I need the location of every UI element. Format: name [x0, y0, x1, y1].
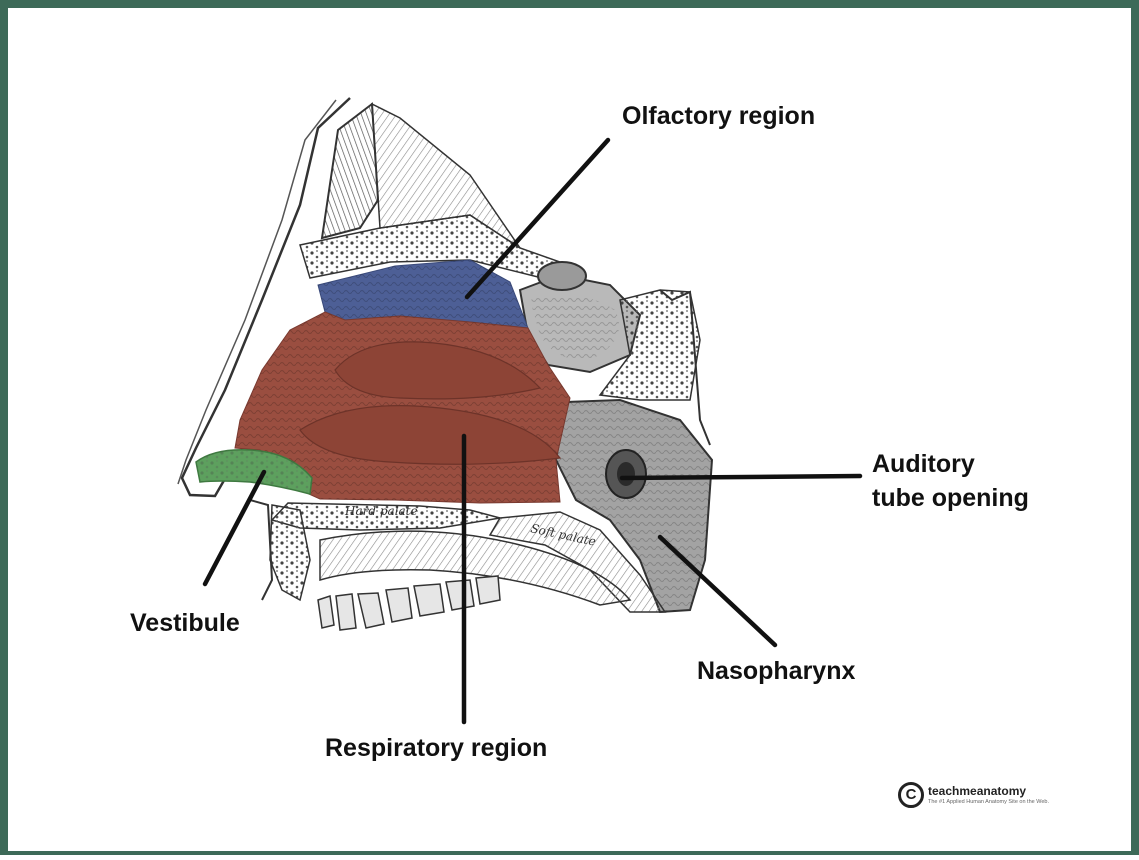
nasopharynx-label: Nasopharynx — [697, 655, 855, 689]
frontal-sinus — [322, 104, 378, 238]
vestibule-label: Vestibule — [130, 607, 240, 641]
auditory-tube-opening-label: Auditory tube opening — [872, 448, 1032, 516]
respiratory-region-label: Respiratory region — [325, 732, 547, 766]
copyright-icon: C — [898, 782, 924, 808]
teachmeanatomy-watermark: C teachmeanatomy The #1 Applied Human An… — [898, 782, 1049, 808]
hard-palate-text: Hard palate — [344, 504, 418, 518]
watermark-brand: teachmeanatomy — [928, 784, 1049, 798]
auditory-leader — [622, 476, 860, 478]
olfactory-region-label: Olfactory region — [622, 100, 815, 134]
vestibule-leader — [205, 472, 264, 584]
watermark-tagline: The #1 Applied Human Anatomy Site on the… — [928, 798, 1049, 806]
upper-teeth — [318, 576, 500, 630]
